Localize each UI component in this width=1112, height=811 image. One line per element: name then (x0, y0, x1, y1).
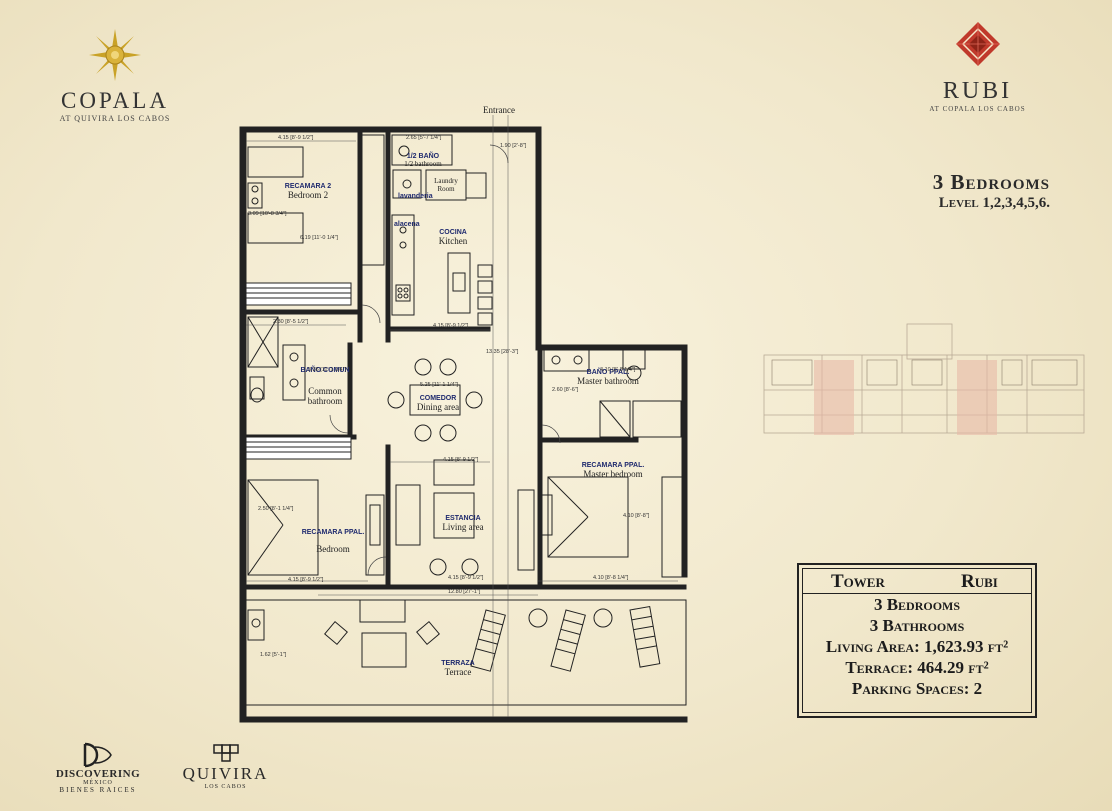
discovering-title: DISCOVERING (55, 768, 141, 780)
room-master-bedroom-en: Master bedroom (583, 469, 643, 479)
floor-plan: Entrance RECAMARA 2 Bedroom 2 1/2 BAÑO 1… (238, 105, 698, 725)
dimension-label: 4.10 [8'-8 1/4"] (593, 575, 629, 581)
room-bedroom-2-es: RECAMARA 2 (284, 183, 332, 190)
rubi-logo: RUBI AT COPALA LOS CABOS (920, 20, 1035, 130)
dimension-label: 1.62 [5'-1"] (260, 652, 287, 658)
room-bedroom: RECAMARA PPAL. Bedroom (293, 529, 373, 554)
room-bedroom-2: RECAMARA 2 Bedroom 2 (273, 183, 343, 200)
floor-plan-drawing (239, 115, 688, 723)
info-terrace: Terrace: 464.29 ft² (845, 658, 989, 677)
room-kitchen: COCINA Kitchen (428, 229, 478, 246)
quivira-sub: LOS CABOS (204, 784, 247, 790)
dimension-label: 2.65 [5'-7 1/4"] (406, 135, 442, 141)
discovering-sub1: MÉXICO (83, 780, 113, 786)
copala-subtitle: AT QUIVIRA LOS CABOS (59, 114, 171, 123)
info-parking: Parking Spaces: 2 (851, 679, 983, 698)
room-half-bath: 1/2 BAÑO 1/2 bathroom (388, 153, 458, 168)
discovering-mexico-logo: DISCOVERING MÉXICO BIENES RAICES (48, 742, 148, 794)
room-common-bath-es: BAÑO COMUN (300, 367, 350, 374)
rubi-subtitle: AT COPALA LOS CABOS (929, 105, 1026, 113)
room-half-bath-en: 1/2 bathroom (404, 160, 442, 168)
building-key-plan (763, 323, 1085, 435)
dimension-label: 3.36 [11'-1 1/4"] (308, 367, 347, 373)
quivira-logo-icon (212, 744, 239, 762)
copala-logo: COPALA AT QUIVIRA LOS CABOS (40, 28, 190, 128)
room-terrace-es: TERRAZA (441, 660, 475, 667)
copala-title: COPALA (61, 88, 169, 113)
info-bathrooms: 3 Bathrooms (869, 616, 965, 635)
room-living: ESTANCIA Living area (433, 515, 493, 532)
dimension-label: 1.90 [2'-8"] (500, 143, 527, 149)
room-kitchen-en: Kitchen (438, 236, 468, 246)
room-master-bath: BAÑO PPAL. Master bathroom (563, 369, 653, 386)
room-master-bedroom: RECAMARA PPAL. Master bedroom (568, 462, 658, 479)
discovering-logo-icon (83, 742, 112, 768)
room-half-bath-es: 1/2 BAÑO (406, 153, 440, 160)
dimension-label: 6.19 [11'-0 1/4"] (300, 235, 339, 241)
room-kitchen-es: COCINA (439, 229, 467, 236)
room-master-bath-en: Master bathroom (577, 376, 639, 386)
dimension-label: 12.80 [27'-1"] (448, 589, 481, 595)
dimension-label: 4.15 [8'-9 1/2"] (443, 457, 479, 463)
room-terrace-en: Terrace (444, 667, 472, 677)
heading-bedrooms: 3 Bedrooms (932, 170, 1050, 194)
info-tower-label: Tower (831, 571, 885, 592)
dimension-label: 2.60 [8'-6"] (552, 387, 579, 393)
discovering-sub2: BIENES RAICES (59, 786, 137, 794)
dimension-label: 4.10 [8'-8"] (623, 513, 650, 519)
room-master-bedroom-es: RECAMARA PPAL. (581, 462, 645, 469)
dimension-label: 3.09 [10'-8 3/4"] (248, 211, 287, 217)
room-terrace: TERRAZA Terrace (428, 660, 488, 677)
dimension-label: 5.25 [11'-1 1/4"] (420, 382, 459, 388)
dimension-label: 4.15 [8'-9 1/2"] (278, 135, 314, 141)
room-bedroom-es: RECAMARA PPAL. (301, 529, 365, 536)
room-common-bath: BAÑO COMUN Common bathroom (300, 367, 350, 406)
room-laundry-en: Laundry Room (434, 177, 458, 193)
room-bedroom-en: Bedroom (316, 544, 350, 554)
sun-logo-icon (89, 29, 141, 81)
unit-heading: 3 Bedrooms Level 1,2,3,4,5,6. (880, 170, 1050, 212)
ruby-gem-icon (955, 22, 1000, 66)
room-living-en: Living area (442, 522, 484, 532)
dimension-label: 4.15 [8'-9 1/2"] (448, 575, 484, 581)
room-master-bath-es: BAÑO PPAL. (586, 369, 630, 376)
rubi-title: RUBI (942, 78, 1013, 104)
heading-levels: Level 1,2,3,4,5,6. (938, 195, 1050, 211)
room-laundry-es: lavanderia (398, 193, 433, 200)
info-living-area: Living Area: 1,623.93 ft² (825, 637, 1009, 656)
room-storage-es: alacena (394, 221, 420, 228)
room-dining-en: Dining area (416, 402, 460, 412)
info-bedrooms: 3 Bedrooms (873, 595, 961, 614)
entrance-label: Entrance (483, 105, 515, 115)
room-dining: COMEDOR Dining area (408, 395, 468, 412)
room-living-es: ESTANCIA (445, 515, 481, 522)
dimension-label: 13.35 [28'-3"] (486, 349, 519, 355)
quivira-logo: QUIVIRA LOS CABOS (178, 742, 273, 790)
info-tower-name: Rubi (961, 571, 998, 592)
quivira-title: QUIVIRA (182, 764, 269, 783)
dimension-label: 2.50 [8'-1 1/4"] (258, 506, 294, 512)
room-bedroom-2-en: Bedroom 2 (287, 190, 329, 200)
dimension-label: 4.15 [8'-9 1/2"] (288, 577, 324, 583)
room-dining-es: COMEDOR (419, 395, 457, 402)
dimension-label: 4.15 [8'-9 1/2"] (433, 323, 469, 329)
room-common-bath-en: Common bathroom (307, 386, 343, 406)
dimension-label: 4.10 [8'-8 1/4"] (600, 367, 636, 373)
dimension-label: 2.30 [8'-5 1/2"] (273, 319, 309, 325)
unit-info-box: Tower Rubi 3 Bedrooms 3 Bathrooms Living… (797, 563, 1037, 718)
